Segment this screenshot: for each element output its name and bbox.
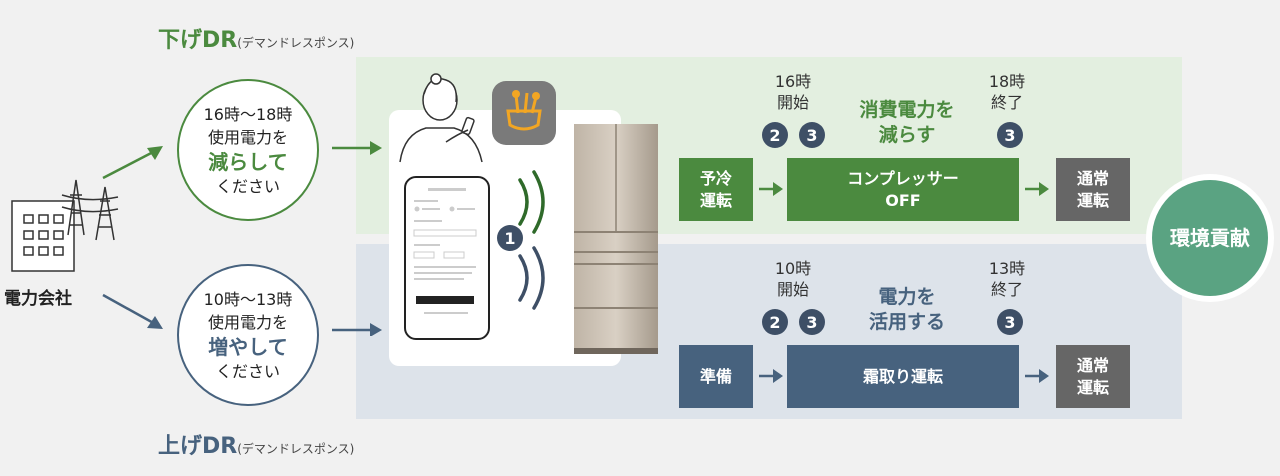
down-step-precool: 予冷 運転: [679, 158, 753, 221]
up-dr-title: 上げDR(デマンドレスポンス): [158, 428, 354, 460]
up-request-time: 10時〜13時: [203, 289, 293, 309]
up-request-line2: 使用電力を: [207, 312, 288, 332]
person-icon: [399, 73, 483, 163]
refrigerator-icon: [574, 124, 658, 354]
kitchen-tools-icon: [506, 90, 542, 131]
signal-waves-icon: [518, 170, 545, 310]
up-step-defrost: 霜取り運転: [787, 345, 1019, 408]
down-badge-2: 2: [762, 122, 788, 148]
down-step-normal: 通常 運転: [1056, 158, 1130, 221]
down-dr-subtitle: (デマンドレスポンス): [237, 36, 355, 50]
up-dr-subtitle: (デマンドレスポンス): [237, 442, 355, 456]
down-mid-text: 消費電力を 減らす: [859, 99, 955, 146]
up-start-time: 10時 開始: [774, 259, 812, 299]
down-dr-title: 下げDR(デマンドレスポンス): [158, 22, 354, 54]
down-request-emphasis: 減らして: [208, 149, 288, 174]
power-company-icon: [11, 179, 119, 272]
down-step-compressor-off: コンプレッサー OFF: [787, 158, 1019, 221]
refrigerator: [574, 124, 658, 354]
company-arrows: [102, 146, 163, 329]
up-step-normal: 通常 運転: [1056, 345, 1130, 408]
up-request-line4: ください: [215, 361, 280, 381]
power-company-label: 電力会社: [4, 289, 72, 309]
down-badge-3: 3: [799, 122, 825, 148]
smartphone: [404, 176, 490, 340]
app-icon[interactable]: [492, 81, 556, 145]
down-start-time: 16時 開始: [774, 72, 812, 112]
step-badge-1: 1: [497, 225, 523, 251]
up-mid-text: 電力を 活用する: [868, 286, 945, 333]
up-end-time: 13時 終了: [988, 259, 1026, 299]
up-request-emphasis: 増やして: [208, 334, 288, 359]
down-end-badge-3: 3: [997, 122, 1023, 148]
down-request-line4: ください: [215, 176, 280, 196]
up-end-badge-3: 3: [997, 309, 1023, 335]
down-dr-title-text: 下げDR: [158, 28, 238, 53]
flow-arrows: [759, 182, 1049, 383]
down-request-circle: 16時〜18時 使用電力を 減らして ください: [177, 79, 319, 221]
circle-arrows: [332, 141, 382, 336]
env-contribution-badge: 環境貢献: [1152, 180, 1268, 296]
up-step-prepare: 準備: [679, 345, 753, 408]
up-badge-3: 3: [799, 309, 825, 335]
up-dr-title-text: 上げDR: [158, 434, 238, 459]
down-end-time: 18時 終了: [988, 72, 1026, 112]
up-badge-2: 2: [762, 309, 788, 335]
smartphone-screen: [413, 188, 477, 314]
down-request-time: 16時〜18時: [203, 104, 293, 124]
up-request-circle: 10時〜13時 使用電力を 増やして ください: [177, 264, 319, 406]
down-request-line2: 使用電力を: [207, 127, 288, 147]
